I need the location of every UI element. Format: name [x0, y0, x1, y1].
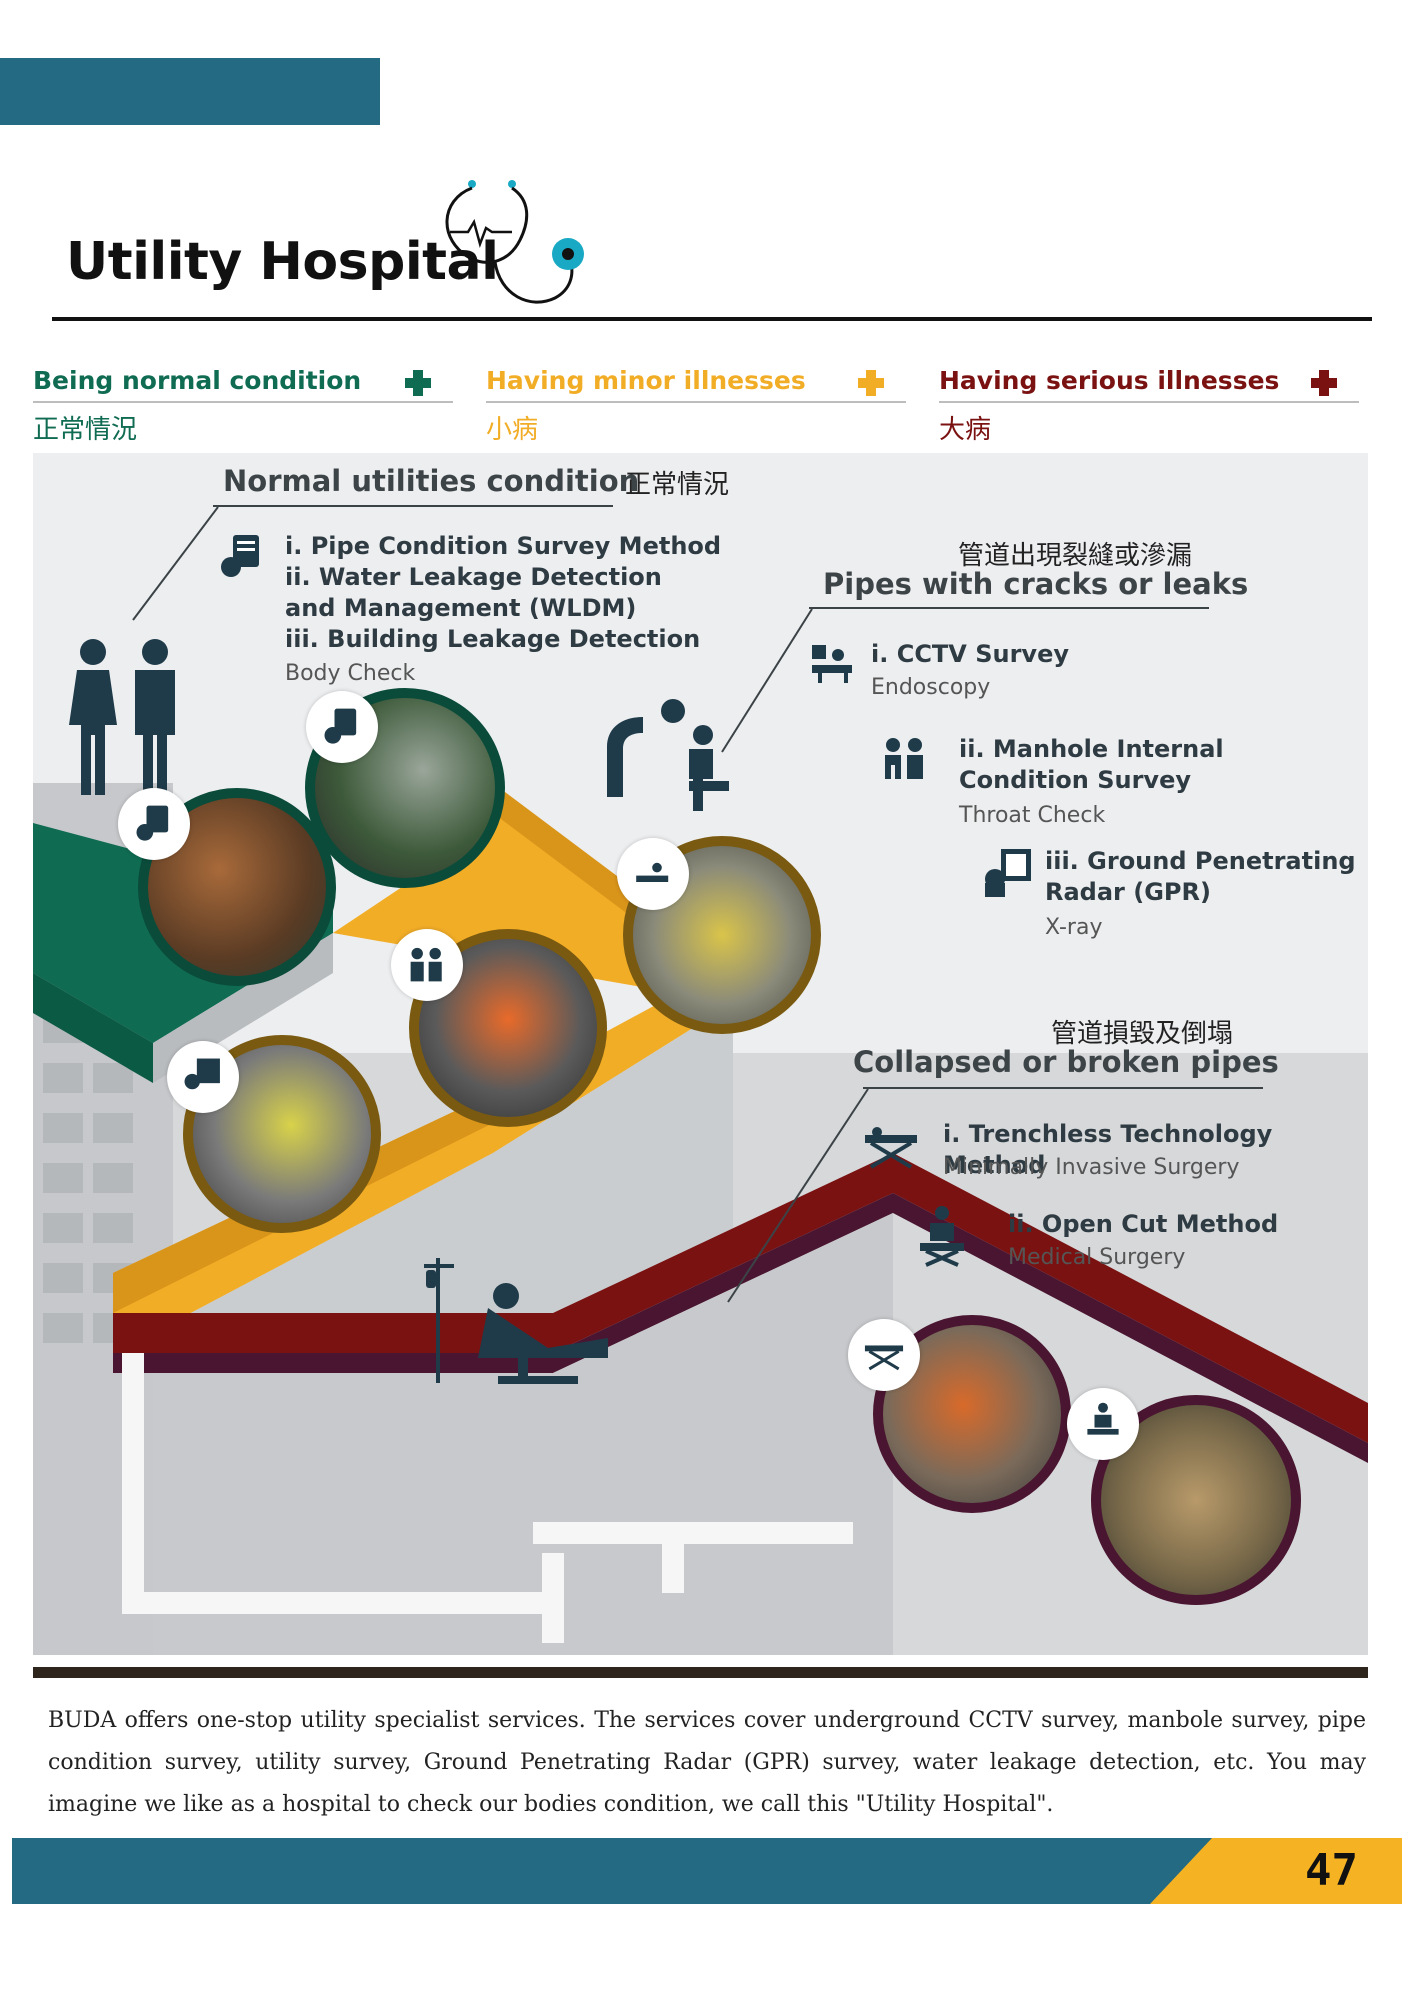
- normal-sub: Body Check: [285, 661, 416, 686]
- page-number: 47: [1305, 1845, 1358, 1896]
- plus-icon: [858, 370, 884, 396]
- badge-throat-icon: [391, 929, 463, 1001]
- cracks-item-3b: Radar (GPR): [1045, 878, 1211, 906]
- category-serious-label: Having serious illnesses: [939, 366, 1280, 395]
- category-normal-cn: 正常情況: [33, 415, 138, 445]
- normal-heading: Normal utilities condition: [223, 464, 640, 498]
- isometric-stairs-illustration: [33, 783, 1368, 1655]
- badge-leak-icon: [306, 691, 378, 763]
- normal-heading-cn: 正常情況: [625, 470, 730, 500]
- category-serious: Having serious illnesses 大病: [939, 366, 1359, 446]
- surgery-icon: [920, 1206, 964, 1267]
- cracks-item-1: i. CCTV Survey: [871, 640, 1069, 668]
- leader-line: [727, 1088, 869, 1303]
- infographic-panel: Normal utilities condition 正常情況 i. Pipe …: [33, 453, 1368, 1655]
- footer-bar: [12, 1838, 1212, 1904]
- badge-stretcher-icon: [848, 1319, 920, 1391]
- normal-item-3: iii. Building Leakage Detection: [285, 625, 701, 653]
- plus-icon: [1311, 370, 1337, 396]
- stretcher-icon: [865, 1127, 917, 1169]
- stethoscope-icon: [445, 180, 584, 304]
- leader-line: [132, 506, 219, 621]
- badge-surgery-icon: [1067, 1388, 1139, 1460]
- cracks-item-2-sub: Throat Check: [959, 803, 1106, 828]
- header-accent-bar: [0, 58, 380, 125]
- cracks-item-3-sub: X-ray: [1045, 915, 1103, 940]
- page-title: Utility Hospital: [66, 232, 499, 292]
- cracks-heading-rule: [809, 607, 1209, 609]
- normal-item-2b: and Management (WLDM): [285, 594, 637, 622]
- badge-endoscopy-icon: [617, 838, 689, 910]
- body-paragraph: BUDA offers one-stop utility specialist …: [48, 1708, 1366, 1817]
- collapsed-heading-cn: 管道損毀及倒塌: [1051, 1019, 1234, 1049]
- category-minor-cn: 小病: [486, 415, 539, 445]
- hospital-bed-icon: [424, 1258, 608, 1384]
- clipboard-stethoscope-icon: [221, 535, 259, 577]
- normal-item-2: ii. Water Leakage Detection: [285, 563, 662, 591]
- cracks-item-3a: iii. Ground Penetrating: [1045, 847, 1356, 875]
- normal-heading-rule: [213, 505, 613, 507]
- cracks-item-2b: Condition Survey: [959, 766, 1191, 794]
- collapsed-heading-rule: [863, 1087, 1263, 1089]
- cracks-item-1-sub: Endoscopy: [871, 675, 991, 700]
- collapsed-item-2-sub: Medical Surgery: [1008, 1245, 1186, 1270]
- category-rule: [33, 401, 453, 403]
- people-icon: [69, 639, 175, 795]
- category-minor: Having minor illnesses 小病: [486, 366, 906, 446]
- collapsed-item-1-sub: Minimally Invasive Surgery: [943, 1155, 1240, 1180]
- leader-line: [721, 608, 813, 753]
- category-serious-cn: 大病: [939, 415, 992, 445]
- cracks-item-2a: ii. Manhole Internal: [959, 735, 1224, 763]
- normal-item-1: i. Pipe Condition Survey Method: [285, 532, 722, 560]
- collapsed-item-2: ii. Open Cut Method: [1008, 1210, 1279, 1238]
- patient-check-icon: [607, 699, 729, 811]
- title-rule: [52, 317, 1372, 321]
- section-divider: [33, 1667, 1368, 1678]
- endoscopy-icon: [812, 645, 852, 683]
- category-normal: Being normal condition 正常情況: [33, 366, 453, 446]
- photo-cctv: [623, 836, 821, 1034]
- collapsed-heading: Collapsed or broken pipes: [853, 1045, 1279, 1079]
- photo-gpr: [183, 1035, 381, 1233]
- photo-leak-detection: [305, 688, 505, 888]
- category-minor-label: Having minor illnesses: [486, 366, 806, 395]
- category-rule: [486, 401, 906, 403]
- category-rule: [939, 401, 1359, 403]
- xray-icon: [985, 849, 1031, 897]
- photo-open-cut: [1091, 1395, 1301, 1605]
- category-normal-label: Being normal condition: [33, 366, 362, 395]
- badge-survey-icon: [118, 788, 190, 860]
- plus-icon: [405, 370, 431, 396]
- throat-check-icon: [885, 738, 923, 779]
- cracks-heading: Pipes with cracks or leaks: [823, 567, 1249, 601]
- badge-xray-icon: [167, 1041, 239, 1113]
- collapsed-item-1: i. Trenchless Technology Method: [943, 1120, 1273, 1179]
- cracks-heading-cn: 管道出現裂縫或滲漏: [958, 541, 1193, 571]
